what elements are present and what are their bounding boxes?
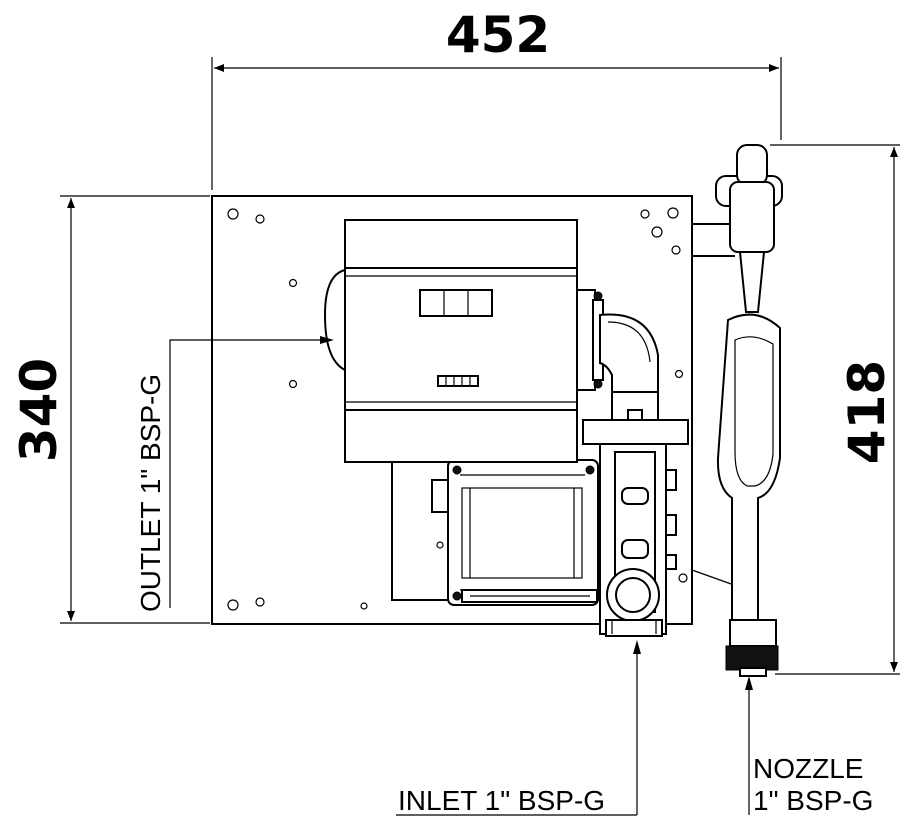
pump-body [599, 443, 677, 637]
outlet-elbow [582, 313, 689, 445]
width-dimension: 452 [211, 6, 782, 190]
nozzle-holder [691, 144, 783, 586]
nozzle-callout: NOZZLE 1" BSP-G [745, 676, 873, 816]
nozzle [716, 313, 781, 677]
meter-display [419, 289, 493, 317]
plate-height-value: 340 [10, 358, 68, 462]
total-height-dimension: 418 [770, 144, 900, 675]
plate-height-dimension: 340 [10, 195, 210, 624]
nozzle-label-line2: 1" BSP-G [753, 785, 873, 816]
meter-counter [437, 375, 479, 387]
total-height-value: 418 [838, 360, 896, 464]
width-dimension-value: 452 [446, 6, 550, 64]
flow-meter [323, 219, 604, 463]
nozzle-label-line1: NOZZLE [753, 753, 863, 784]
inlet-label: INLET 1" BSP-G [398, 785, 605, 816]
motor-body [391, 459, 599, 606]
inlet-callout: INLET 1" BSP-G [396, 640, 641, 816]
outlet-label: OUTLET 1" BSP-G [135, 374, 166, 612]
mounting-plate [211, 195, 693, 625]
outlet-callout: OUTLET 1" BSP-G [135, 336, 334, 612]
